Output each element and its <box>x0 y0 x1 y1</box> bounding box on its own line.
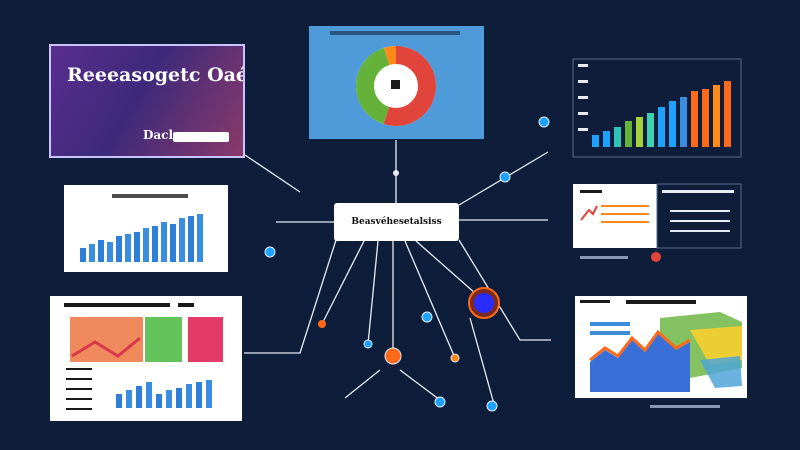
node-dot-icon <box>474 293 494 313</box>
bar-mark <box>647 113 654 147</box>
hero-title: Reeeasogetc Oaé <box>67 64 245 86</box>
bar-mark <box>691 91 698 147</box>
bar-mark <box>116 236 122 262</box>
bar-mark <box>625 121 632 147</box>
bar-mark <box>614 127 621 147</box>
node-dot-icon <box>499 171 511 183</box>
bar-mark <box>197 214 203 262</box>
bar-mark <box>680 97 687 147</box>
node-dot-icon <box>450 353 460 363</box>
bar-mark <box>658 107 665 147</box>
bar-mark <box>152 226 158 262</box>
bar-mark <box>89 244 95 262</box>
bar-mark <box>179 218 185 262</box>
bar-chart-icon <box>80 214 203 262</box>
bottom-left-card <box>50 296 242 421</box>
connector-c8 <box>469 317 495 405</box>
bar-mark <box>116 394 122 408</box>
bar-mark <box>136 386 142 408</box>
node-dot-icon <box>384 347 402 365</box>
top-right-chart-card <box>572 58 742 158</box>
bar-mark <box>188 216 194 262</box>
hero-card: Reeeasogetc Oaé Daclo <box>49 44 245 158</box>
node-dot-icon <box>264 246 276 258</box>
bar-mark <box>156 394 162 408</box>
bar-mark <box>186 384 192 408</box>
bar-mark <box>134 232 140 262</box>
connector-bottom-left <box>244 239 337 354</box>
bar-mark <box>146 382 152 408</box>
bar-mark <box>125 234 131 262</box>
bar-mark <box>592 135 599 147</box>
connector-bottom-right <box>458 239 551 341</box>
connector-c5 <box>415 240 485 302</box>
connector-lines <box>244 140 551 405</box>
connector-c2 <box>367 240 379 345</box>
donut-chart-icon <box>356 46 436 126</box>
connector-c7 <box>399 369 441 401</box>
node-dot-icon <box>363 339 373 349</box>
connector-c1 <box>321 240 365 325</box>
hero-button[interactable] <box>173 132 229 142</box>
connector-hero <box>244 154 301 193</box>
bar-mark <box>196 382 202 408</box>
bar-mark <box>170 224 176 262</box>
bar-mark <box>80 248 86 262</box>
bar-chart-icon <box>592 81 731 147</box>
bottom-right-card <box>575 296 747 408</box>
bar-mark <box>669 101 676 147</box>
bar-chart-icon <box>116 380 212 408</box>
bar-mark <box>724 81 731 147</box>
node-dot-icon <box>538 116 550 128</box>
bar-mark <box>702 89 709 147</box>
central-hub: Beasvéhesetalsiss <box>334 203 459 241</box>
bar-mark <box>176 388 182 408</box>
bar-mark <box>126 390 132 408</box>
bar-mark <box>107 242 113 262</box>
connector-c4 <box>404 240 456 359</box>
node-dot-icon <box>421 311 433 323</box>
right-middle-card <box>573 183 742 259</box>
bar-mark <box>166 390 172 408</box>
bar-mark <box>143 228 149 262</box>
node-dot-icon <box>434 396 446 408</box>
node-dot-icon <box>318 320 326 328</box>
node-dot-icon <box>651 252 661 262</box>
node-dot-icon <box>486 400 498 412</box>
bar-mark <box>161 222 167 262</box>
connector-nodes <box>69 116 661 412</box>
bar-mark <box>98 240 104 262</box>
left-chart-card <box>64 185 228 272</box>
bar-mark <box>713 85 720 147</box>
donut-card <box>309 26 484 139</box>
area-chart-icon <box>589 312 742 392</box>
node-dot-icon <box>393 170 399 176</box>
hero-subtitle: Daclo <box>143 128 182 142</box>
bar-mark <box>206 380 212 408</box>
connector-c6 <box>344 369 381 399</box>
bar-mark <box>603 131 610 147</box>
bar-mark <box>636 117 643 147</box>
